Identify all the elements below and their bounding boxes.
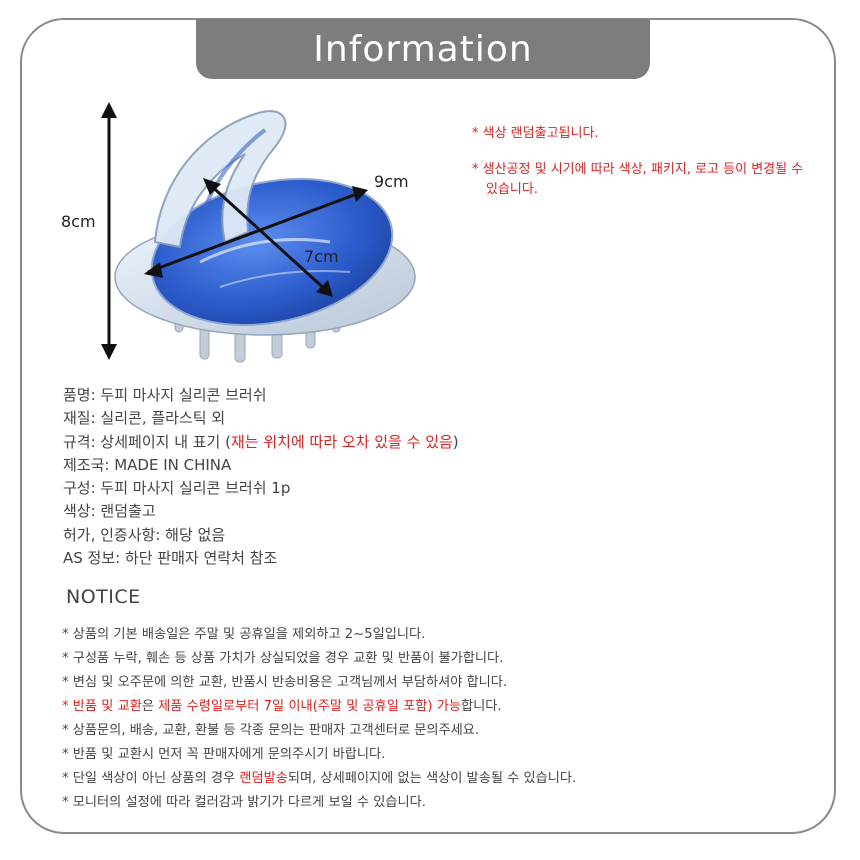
notice-text: * 단일 색상이 아닌 상품의 경우 [62, 771, 240, 786]
brush-image [101, 102, 416, 363]
spec-certification: 허가, 인증사항: 해당 없음 [63, 525, 226, 544]
notice-item: * 구성품 누락, 훼손 등 상품 가치가 상실되었을 경우 교환 및 반품이 … [62, 651, 504, 666]
spec-size-warning: 재는 위치에 따라 오차 있을 수 있음 [230, 432, 453, 451]
notice-title: NOTICE [66, 586, 141, 608]
header-tab: Information [196, 19, 650, 79]
note-item: * 색상 랜덤출고됩니다. [472, 126, 599, 141]
notice-item: * 상품의 기본 배송일은 주말 및 공휴일을 제외하고 2~5일입니다. [62, 627, 426, 642]
spec-origin: 제조국: MADE IN CHINA [63, 455, 232, 474]
spec-as-info: AS 정보: 하단 판매자 연락처 참조 [63, 549, 278, 568]
notice-list: * 상품의 기본 배송일은 주말 및 공휴일을 제외하고 2~5일입니다. * … [62, 623, 822, 815]
depth-label: 7cm [304, 247, 339, 266]
arrow-diagonal-icon [144, 178, 368, 297]
notice-text: 되며, 상세페이지에 없는 색상이 발송될 수 있습니다. [287, 771, 577, 786]
note-item: * 생산공정 및 시기에 따라 색상, 패키지, 로고 등이 변경될 수 있습니… [472, 162, 804, 197]
product-illustration: 8cm 9cm 7cm [50, 92, 430, 372]
height-label: 8cm [61, 212, 96, 231]
notice-return-period: 제품 수령일로부터 7일 이내(주말 및 공휴일 포함) 가능 [158, 699, 461, 714]
page-title: Information [313, 28, 533, 70]
spec-color: 색상: 랜덤출고 [63, 502, 156, 521]
spec-name: 품명: 두피 마사지 실리콘 브러쉬 [63, 386, 267, 404]
notice-item: * 변심 및 오주문에 의한 교환, 반품시 반송비용은 고객님께서 부담하셔야… [62, 675, 508, 690]
notes: * 색상 랜덤출고됩니다. * 생산공정 및 시기에 따라 색상, 패키지, 로… [472, 124, 812, 216]
notice-item: * 반품 및 교환시 먼저 꼭 판매자에게 문의주시기 바랍니다. [62, 747, 386, 762]
notice-item: * 상품문의, 배송, 교환, 환불 등 각종 문의는 판매자 고객센터로 문의… [62, 723, 480, 738]
notice-random-shipping: 랜덤발송 [239, 771, 288, 786]
notice-item: * 반품 및 교환은 제품 수령일로부터 7일 이내(주말 및 공휴일 포함) … [62, 695, 822, 719]
spec-size-text: 규격: 상세페이지 내 표기 ( [63, 432, 231, 451]
spec-list: 품명: 두피 마사지 실리콘 브러쉬 재질: 실리콘, 플라스틱 외 규격: 상… [63, 384, 803, 570]
notice-text: 은 [141, 699, 159, 714]
notice-item: * 모니터의 설정에 따라 컬러감과 밝기가 다르게 보일 수 있습니다. [62, 795, 426, 810]
arrow-vertical-icon [101, 102, 117, 360]
width-label: 9cm [374, 172, 409, 191]
spec-size-suffix: ) [452, 432, 459, 451]
spec-components: 구성: 두피 마사지 실리콘 브러쉬 1p [63, 479, 291, 498]
notice-text: 합니다. [460, 699, 502, 714]
spec-size: 규격: 상세페이지 내 표기 (재는 위치에 따라 오차 있을 수 있음) [63, 431, 803, 454]
notice-item: * 단일 색상이 아닌 상품의 경우 랜덤발송되며, 상세페이지에 없는 색상이… [62, 767, 822, 791]
notice-return-label: * 반품 및 교환 [62, 699, 142, 714]
spec-material: 재질: 실리콘, 플라스틱 외 [63, 409, 226, 428]
